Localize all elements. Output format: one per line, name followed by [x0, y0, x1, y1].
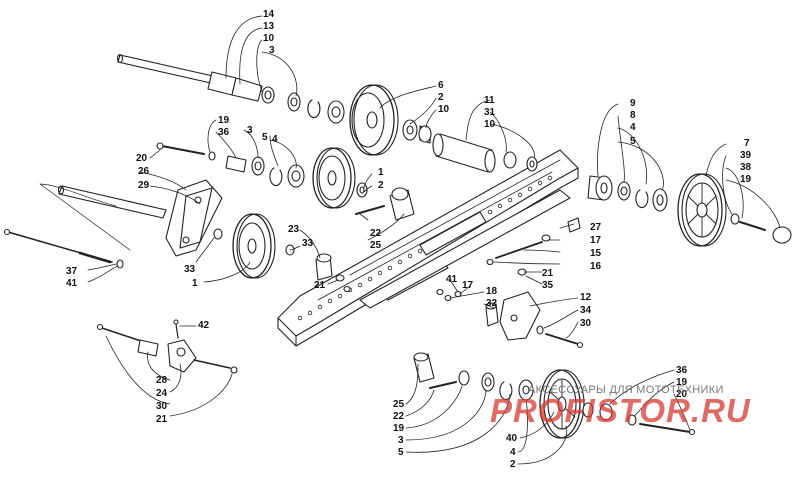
- callout-35: 35: [542, 280, 554, 291]
- idler-wheel-right: [677, 173, 792, 247]
- idler-wheel-top: [349, 84, 399, 156]
- wheel-bearings-top: [402, 119, 432, 144]
- callout-20: 20: [676, 389, 688, 400]
- callout-4: 4: [630, 122, 636, 133]
- rear-arm-lower: [96, 319, 238, 374]
- callout-25: 25: [370, 240, 382, 251]
- rear-block-assembly: [485, 291, 584, 349]
- callout-3: 3: [398, 435, 404, 446]
- callout-2: 2: [378, 180, 384, 191]
- callout-12: 12: [580, 292, 592, 303]
- callout-37: 37: [66, 266, 78, 277]
- callout-21: 21: [542, 268, 554, 279]
- callout-10: 10: [438, 104, 450, 115]
- callout-1: 1: [192, 278, 198, 289]
- callout-23: 23: [288, 224, 300, 235]
- callout-22: 22: [393, 411, 405, 422]
- lower-mount-bracket: [413, 352, 534, 401]
- callout-4: 4: [510, 447, 516, 458]
- callout-26: 26: [138, 166, 150, 177]
- callout-36: 36: [218, 127, 230, 138]
- callout-19: 19: [740, 174, 752, 185]
- callout-2: 2: [438, 92, 444, 103]
- callout-6: 6: [438, 80, 444, 91]
- callout-41: 41: [446, 274, 458, 285]
- leader-lines: [87, 15, 781, 465]
- callout-41: 41: [66, 278, 78, 289]
- bearing-group-right: [587, 175, 668, 212]
- callout-10: 10: [484, 119, 496, 130]
- callout-15: 15: [590, 248, 602, 259]
- callout-3: 3: [269, 45, 275, 56]
- callout-9: 9: [630, 98, 636, 109]
- callout-32: 32: [486, 298, 498, 309]
- callout-19: 19: [676, 377, 688, 388]
- callout-22: 22: [370, 228, 382, 239]
- callout-30: 30: [580, 318, 592, 329]
- callout-10: 10: [263, 33, 275, 44]
- frame-fasteners: [335, 217, 581, 302]
- idler-wheel-bottom: [539, 369, 696, 439]
- callout-1: 1: [378, 167, 384, 178]
- callout-33: 33: [302, 238, 314, 249]
- callout-24: 24: [156, 388, 168, 399]
- bolt-row-mid: [156, 142, 305, 188]
- callout-16: 16: [590, 261, 602, 272]
- slide-rail-frame: [277, 149, 579, 347]
- idler-wheel-mid: [312, 147, 368, 209]
- callout-2: 2: [510, 459, 516, 470]
- callout-14: 14: [263, 9, 275, 20]
- callout-4: 4: [272, 134, 278, 145]
- callout-39: 39: [740, 150, 752, 161]
- callout-29: 29: [138, 180, 150, 191]
- callout-25: 25: [393, 399, 405, 410]
- callout-3: 3: [247, 125, 253, 136]
- callout-13: 13: [263, 21, 275, 32]
- callout-5: 5: [398, 447, 404, 458]
- callout-40: 40: [506, 433, 518, 444]
- front-arm-bracket: [165, 179, 223, 257]
- callout-28: 28: [156, 375, 168, 386]
- callout-27: 27: [590, 222, 602, 233]
- callout-19: 19: [218, 115, 230, 126]
- callout-7: 7: [744, 138, 750, 149]
- frame-spacer: [315, 253, 333, 281]
- callout-8: 8: [630, 110, 636, 121]
- callout-21: 21: [314, 280, 326, 291]
- callout-18: 18: [486, 286, 498, 297]
- callout-30: 30: [156, 401, 168, 412]
- axle-spacers-top: [261, 86, 345, 124]
- callout-20: 20: [136, 153, 148, 164]
- callout-31: 31: [484, 107, 496, 118]
- callout-11: 11: [484, 95, 495, 106]
- watermark-tagline: АКСЕССУАРЫ ДЛЯ МОТОТЕХНИКИ: [528, 384, 724, 396]
- callout-42: 42: [198, 320, 210, 331]
- front-arm-shafts: [39, 183, 167, 251]
- spacer-tube: [432, 133, 538, 173]
- long-bolt-left: [3, 228, 124, 269]
- callout-36: 36: [676, 365, 688, 376]
- callout-17: 17: [462, 280, 474, 291]
- callout-17: 17: [590, 235, 602, 246]
- callout-5: 5: [262, 132, 268, 143]
- callout-33: 33: [184, 264, 196, 275]
- shock-mount-bracket: [355, 187, 415, 221]
- callout-38: 38: [740, 162, 752, 173]
- callout-34: 34: [580, 305, 592, 316]
- rear-axle-shaft: [116, 53, 263, 102]
- watermark-logo: PROFISTOR.RU: [490, 392, 751, 429]
- callout-5: 5: [630, 136, 636, 147]
- callout-21: 21: [156, 414, 168, 425]
- idler-wheel-left: [232, 213, 295, 279]
- callout-19: 19: [393, 423, 405, 434]
